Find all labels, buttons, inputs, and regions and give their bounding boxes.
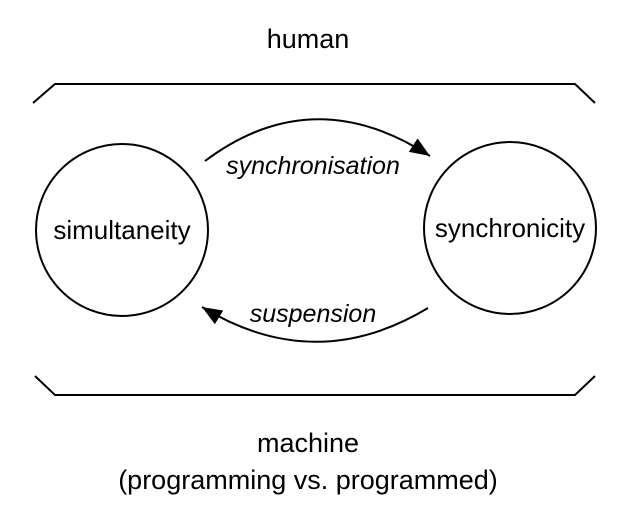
top-region-label: human — [267, 24, 350, 54]
synchronisation-arrow — [204, 118, 431, 162]
synchronisation-arrow-label: synchronisation — [226, 152, 400, 180]
bottom-region-sublabel: (programming vs. programmed) — [118, 465, 498, 495]
right-node-circle — [423, 141, 597, 315]
left-node-label: simultaneity — [53, 215, 190, 245]
right-node-label: synchronicity — [435, 213, 585, 243]
top-bracket — [32, 83, 596, 104]
left-node-circle — [35, 143, 209, 317]
suspension-arrow-label: suspension — [250, 300, 376, 328]
bottom-region-label: machine — [257, 428, 359, 458]
suspension-arrow — [201, 306, 429, 343]
bottom-bracket — [34, 375, 596, 396]
